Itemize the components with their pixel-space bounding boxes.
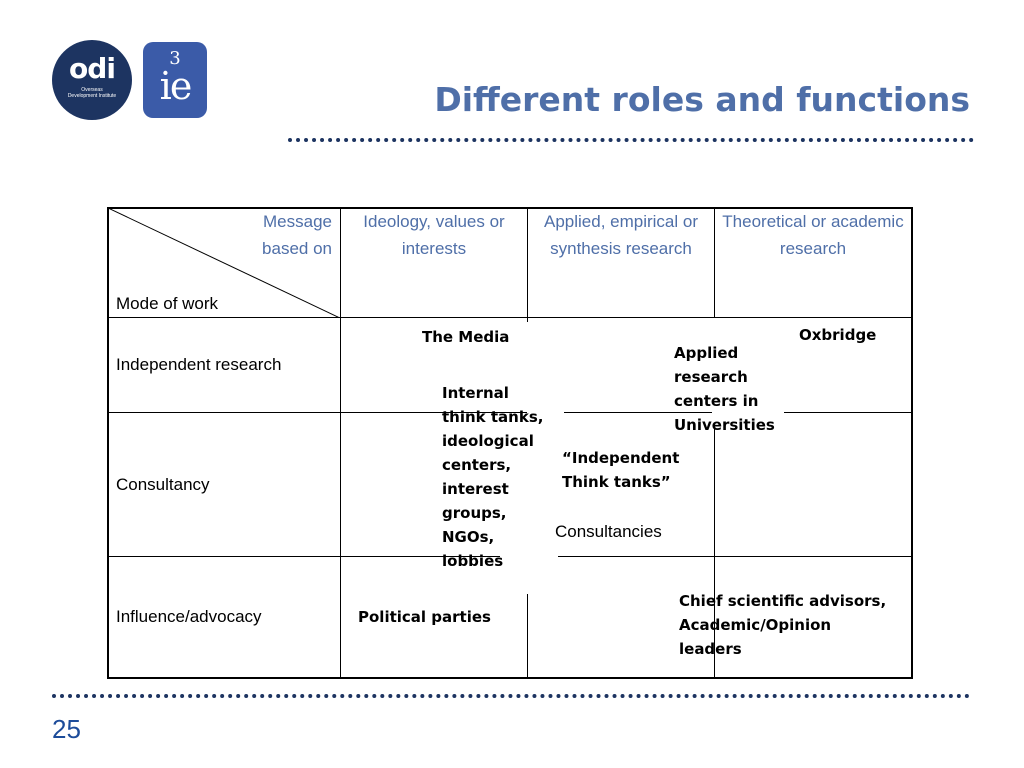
3ie-logo-number: 3	[169, 48, 181, 69]
note-applied-research-centers: Applied research centers in Universities	[674, 341, 775, 437]
3ie-logo-mark: ie	[159, 64, 193, 108]
table-col-line-1	[340, 207, 341, 679]
odi-logo-subtitle: Overseas Development Institute	[67, 87, 117, 99]
note-chief-line3: leaders	[679, 640, 742, 658]
page-number: 25	[52, 714, 81, 744]
note-internal-line1: Internal	[442, 384, 509, 402]
corner-header-line1: Message	[263, 212, 332, 231]
note-internal-line5: interest	[442, 480, 509, 498]
note-independent-line2: Think tanks”	[562, 473, 671, 491]
note-internal-line2: think tanks,	[442, 408, 544, 426]
table-row-line-1	[107, 317, 913, 318]
corner-header-mode: Mode of work	[116, 294, 219, 313]
note-independent-think-tanks: “Independent Think tanks”	[562, 446, 679, 494]
row-label-consultancy: Consultancy	[116, 475, 210, 494]
corner-header-line2: based on	[262, 239, 332, 258]
table-border-right	[911, 207, 913, 679]
note-the-media: The Media	[422, 328, 510, 346]
table-border-top	[107, 207, 913, 209]
note-oxbridge: Oxbridge	[799, 326, 877, 344]
note-applied-line4: Universities	[674, 416, 775, 434]
table-border-bottom	[107, 677, 913, 679]
note-internal-line4: centers,	[442, 456, 512, 474]
corner-diagonal	[108, 208, 340, 318]
column-header-ideology: Ideology, values or interests	[363, 212, 505, 258]
column-header-theoretical: Theoretical or academic research	[722, 212, 904, 258]
note-independent-line1: “Independent	[562, 449, 680, 467]
note-chief-line1: Chief scientific advisors,	[679, 592, 887, 610]
slide-title: Different roles and functions	[434, 80, 970, 119]
note-applied-line3: centers in	[674, 392, 759, 410]
note-consultancies: Consultancies	[555, 522, 662, 541]
row-label-independent-research: Independent research	[116, 355, 282, 374]
odi-logo-mark: odi	[69, 52, 116, 85]
overlay-patch-lower	[500, 548, 558, 562]
note-political-parties: Political parties	[358, 608, 491, 626]
note-internal-line6: groups,	[442, 504, 507, 522]
note-internal-think-tanks: Internal think tanks, ideological center…	[442, 381, 543, 573]
overlay-patch-center	[530, 400, 564, 426]
note-chief-scientific-advisors: Chief scientific advisors, Academic/Opin…	[679, 589, 886, 661]
3ie-logo: 3 ie	[143, 42, 207, 118]
corner-header-message: Message based on	[232, 208, 332, 262]
table-col-line-3	[714, 207, 715, 679]
note-applied-line1: Applied	[674, 344, 739, 362]
column-header-applied: Applied, empirical or synthesis research	[543, 212, 698, 258]
table-border-left	[107, 207, 109, 679]
overlay-patch-right	[712, 318, 784, 426]
overlay-patch-middle	[527, 322, 531, 594]
top-dotted-divider	[288, 138, 974, 142]
note-internal-line3: ideological	[442, 432, 534, 450]
note-internal-line8: lobbies	[442, 552, 504, 570]
note-chief-line2: Academic/Opinion	[679, 616, 832, 634]
note-applied-line2: research	[674, 368, 748, 386]
table-row-line-2	[107, 412, 913, 413]
note-internal-line7: NGOs,	[442, 528, 495, 546]
odi-logo: odi Overseas Development Institute	[52, 40, 132, 120]
row-label-influence-advocacy: Influence/advocacy	[116, 607, 262, 626]
bottom-dotted-divider	[52, 694, 970, 698]
